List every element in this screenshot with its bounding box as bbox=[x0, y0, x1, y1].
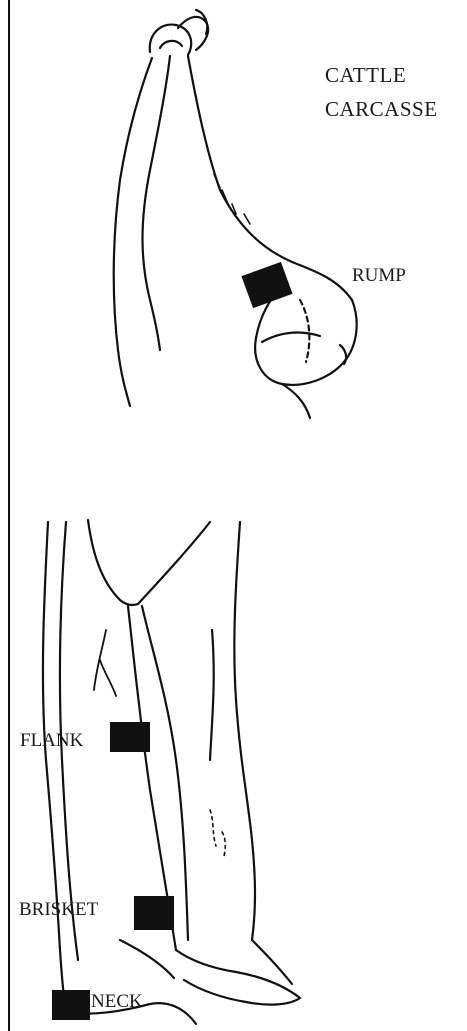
diagram-title-line2: CARCASSE bbox=[325, 99, 438, 120]
neck-marker bbox=[52, 990, 90, 1020]
flank-marker bbox=[110, 722, 150, 752]
forequarter-outline bbox=[43, 520, 300, 1024]
hindquarter-outline bbox=[114, 10, 357, 418]
rump-label: RUMP bbox=[352, 266, 406, 285]
diagram-title-line1: CATTLE bbox=[325, 65, 406, 86]
brisket-marker bbox=[134, 896, 174, 930]
brisket-label: BRISKET bbox=[19, 900, 98, 919]
neck-label: NECK bbox=[91, 992, 143, 1011]
rump-marker bbox=[241, 262, 292, 308]
flank-label: FLANK bbox=[20, 731, 83, 750]
